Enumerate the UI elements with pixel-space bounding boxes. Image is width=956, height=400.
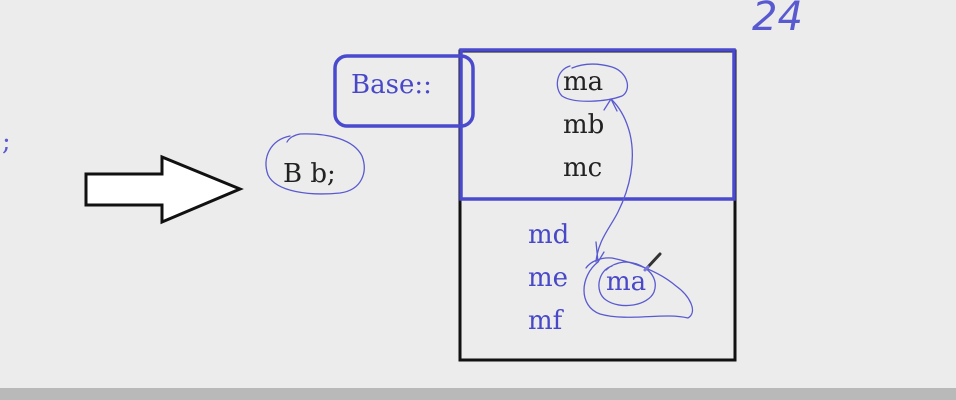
hiding-link-downstroke bbox=[595, 241, 605, 263]
base-scope-label: Base:: bbox=[351, 70, 432, 100]
derived-hiding-member-ma: ma bbox=[606, 267, 646, 297]
pencil-cursor-icon bbox=[643, 252, 662, 272]
base-ma-circle bbox=[556, 63, 629, 102]
bottom-status-bar bbox=[0, 388, 956, 400]
derived-member-md: md bbox=[528, 220, 569, 250]
base-label-box bbox=[333, 54, 475, 128]
hiding-link-curve bbox=[595, 99, 633, 263]
derived-member-mf: mf bbox=[528, 306, 565, 336]
corner-handwritten-note: 24 bbox=[752, 0, 803, 40]
hiding-link-arrowhead bbox=[603, 98, 618, 112]
left-code-fragment: ; bbox=[2, 127, 11, 157]
derived-member-me: me bbox=[528, 263, 568, 293]
right-arrow-icon bbox=[84, 154, 244, 225]
object-declaration: B b; bbox=[283, 159, 336, 189]
base-member-mb: mb bbox=[563, 110, 604, 140]
derived-ma-circle-outer bbox=[583, 257, 693, 319]
derived-ma-circle-inner bbox=[598, 261, 656, 307]
object-decl-circle bbox=[265, 133, 365, 195]
base-member-ma: ma bbox=[563, 67, 603, 97]
base-member-mc: mc bbox=[563, 153, 602, 183]
